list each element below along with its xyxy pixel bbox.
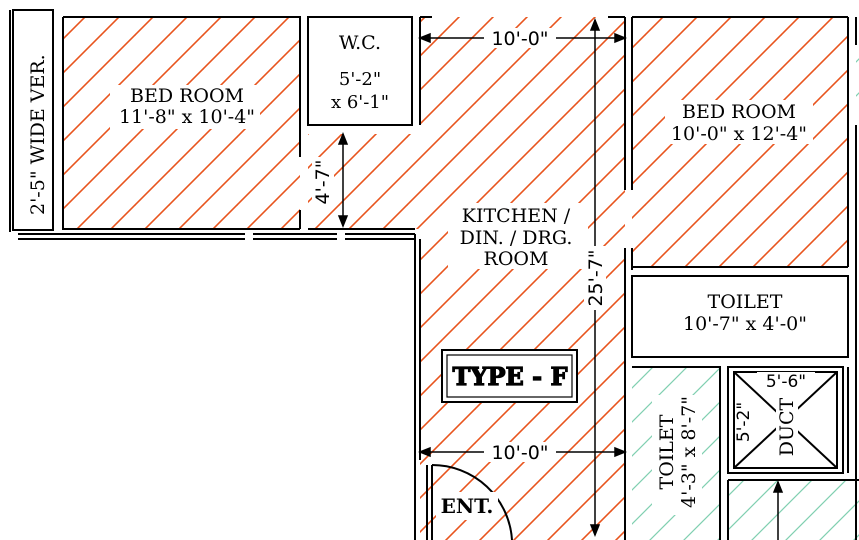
kitchen-length-dimension: 25'-7" — [585, 249, 607, 306]
passage-length-dimension: 4'-7" — [312, 160, 334, 205]
bottom-width-dimension: 10'-0" — [491, 442, 548, 464]
bedroom-right-name: BED ROOM — [682, 101, 796, 123]
room-labels: 2'-5" WIDE VER. BED ROOM 11'-8" x 10'-4"… — [18, 22, 815, 515]
bedroom-left-size: 11'-8" x 10'-4" — [119, 106, 255, 128]
kitchen-label-line3: ROOM — [484, 248, 549, 270]
top-right-edge-floor — [856, 45, 859, 125]
toilet-right-name: TOILET — [708, 291, 783, 313]
entrance-door[interactable] — [426, 463, 513, 540]
wc-size-line2: x 6'-1" — [331, 92, 389, 113]
kitchen-label-line1: KITCHEN / — [462, 205, 571, 227]
bedroom-right-size: 10'-0" x 12'-4" — [671, 123, 807, 145]
toilet-right-size: 10'-7" x 4'-0" — [683, 313, 807, 335]
lower-right-floor — [728, 480, 859, 540]
toilet-small-name: TOILET — [656, 414, 678, 489]
wc-name: W.C. — [339, 32, 381, 54]
wc-size-line1: 5'-2" — [339, 69, 381, 90]
dimension-labels: 10'-0" 10'-0" 25'-7" 4'-7" — [312, 28, 607, 464]
kitchen-label-line2: DIN. / DRG. — [460, 227, 573, 249]
toilet-small-size: 4'-3" x 8'-7" — [678, 396, 700, 508]
bedroom-left-name: BED ROOM — [130, 85, 244, 107]
entrance-label: ENT. — [441, 494, 494, 518]
top-width-dimension: 10'-0" — [491, 28, 548, 50]
type-label: TYPE - F — [452, 362, 567, 391]
duct-width: 5'-6" — [766, 372, 806, 392]
duct-name: DUCT — [776, 397, 798, 456]
verandah-label: 2'-5" WIDE VER. — [27, 54, 49, 215]
type-label-box: TYPE - F — [441, 349, 578, 403]
duct-height: 5'-2" — [734, 402, 754, 442]
